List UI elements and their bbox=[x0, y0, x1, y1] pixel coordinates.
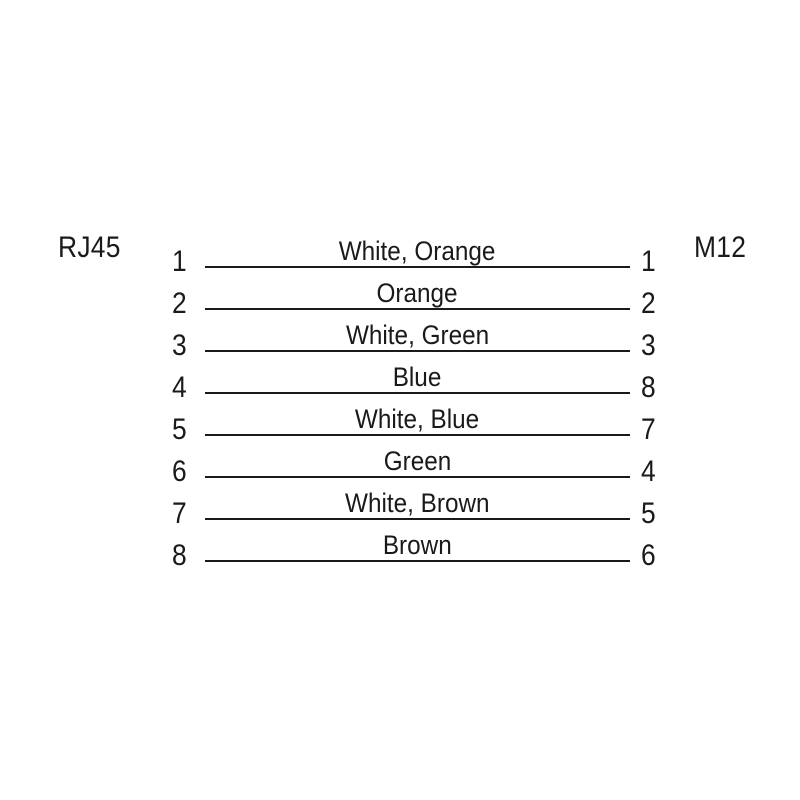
right-pin-number: 7 bbox=[641, 413, 656, 446]
left-connector-label: RJ45 bbox=[58, 231, 121, 264]
wire-label-text: White, Brown bbox=[345, 488, 490, 518]
wire-label: Orange bbox=[205, 280, 630, 307]
left-pin-number: 7 bbox=[172, 497, 187, 530]
right-pin-number: 8 bbox=[641, 371, 656, 404]
wire-line bbox=[205, 308, 630, 310]
left-pin-number: 1 bbox=[172, 245, 187, 278]
left-pin-number: 2 bbox=[172, 287, 187, 320]
left-pin-number: 5 bbox=[172, 413, 187, 446]
pin-row: 2 Orange 2 bbox=[0, 268, 800, 319]
wire-line bbox=[205, 434, 630, 436]
wire-label-text: Blue bbox=[393, 362, 442, 392]
wire-line bbox=[205, 518, 630, 520]
right-connector-label: M12 bbox=[694, 231, 747, 264]
right-pin-number: 3 bbox=[641, 329, 656, 362]
wire-label: Green bbox=[205, 448, 630, 475]
wire-label: Blue bbox=[205, 364, 630, 391]
wire-label-text: White, Orange bbox=[339, 236, 496, 266]
wire-label: White, Orange bbox=[205, 238, 630, 265]
pin-row: 5 White, Blue 7 bbox=[0, 394, 800, 445]
pin-row: 1 White, Orange 1 bbox=[0, 226, 800, 277]
wire-line bbox=[205, 350, 630, 352]
pin-row: 8 Brown 6 bbox=[0, 520, 800, 571]
wire-label-text: White, Blue bbox=[355, 404, 480, 434]
right-pin-number: 2 bbox=[641, 287, 656, 320]
right-pin-number: 4 bbox=[641, 455, 656, 488]
wire-line bbox=[205, 560, 630, 562]
pin-row: 3 White, Green 3 bbox=[0, 310, 800, 361]
left-pin-number: 4 bbox=[172, 371, 187, 404]
wire-line bbox=[205, 266, 630, 268]
left-pin-number: 3 bbox=[172, 329, 187, 362]
wire-label-text: Green bbox=[383, 446, 452, 476]
pin-row: 7 White, Brown 5 bbox=[0, 478, 800, 529]
wire-label-text: Brown bbox=[383, 530, 452, 560]
wire-label-text: White, Green bbox=[345, 320, 490, 350]
wire-line bbox=[205, 476, 630, 478]
wire-label: White, Green bbox=[205, 322, 630, 349]
wire-label: Brown bbox=[205, 532, 630, 559]
pin-row: 6 Green 4 bbox=[0, 436, 800, 487]
wire-label: White, Brown bbox=[205, 490, 630, 517]
right-pin-number: 1 bbox=[641, 245, 656, 278]
pin-row: 4 Blue 8 bbox=[0, 352, 800, 403]
left-pin-number: 6 bbox=[172, 455, 187, 488]
wire-label-text: Orange bbox=[376, 278, 459, 308]
right-pin-number: 5 bbox=[641, 497, 656, 530]
wire-line bbox=[205, 392, 630, 394]
left-pin-number: 8 bbox=[172, 539, 187, 572]
wire-label: White, Blue bbox=[205, 406, 630, 433]
right-pin-number: 6 bbox=[641, 539, 656, 572]
